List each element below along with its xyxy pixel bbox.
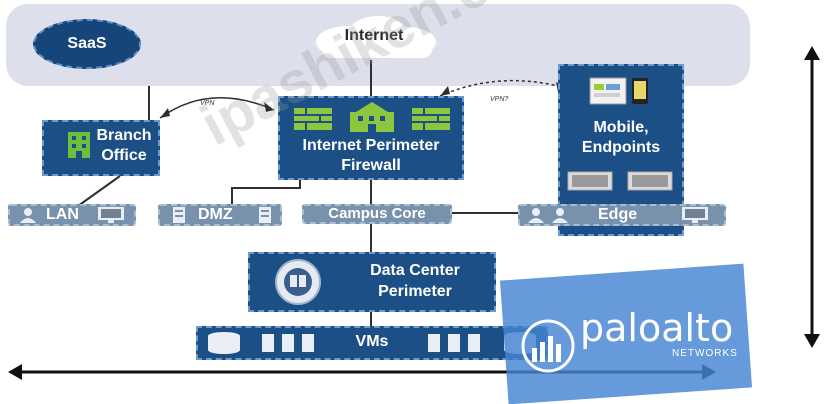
branch-office-node: [42, 120, 160, 176]
monitor-icon: [98, 207, 124, 223]
monitor-icon: [682, 207, 708, 223]
users-icon: [528, 208, 568, 223]
vpn-label-right: VPN?: [490, 96, 509, 103]
vm-icons-left: [208, 332, 314, 354]
edge-bar: [518, 204, 726, 226]
mobile-endpoints-label: Mobile, Endpoints: [581, 119, 661, 156]
internet-label: Internet: [344, 27, 404, 44]
dmz-label: DMZ: [198, 206, 233, 223]
server-icon: [173, 207, 185, 223]
vpn-label-left: VPN: [200, 100, 215, 107]
firewall-label: Internet Perimeter Firewall: [302, 137, 440, 174]
lan-label: LAN: [46, 206, 79, 223]
internet-cloud-icon: [316, 16, 436, 58]
tablet-phone-icon: [589, 77, 648, 105]
campus-core-bar: [302, 204, 452, 224]
vms-label: VMs: [355, 333, 389, 350]
user-icon: [20, 208, 36, 223]
laptop-icon: [567, 171, 673, 191]
firewall-icon: [294, 102, 450, 132]
paloalto-logo-subtext: NETWORKS: [672, 348, 738, 359]
saas-node: SaaS: [33, 19, 141, 69]
vms-bar: [196, 326, 548, 360]
dmz-bar: [158, 204, 282, 226]
server-icon: [259, 207, 271, 223]
building-icon: [68, 132, 90, 158]
paloalto-logo-text: paloalto: [580, 306, 734, 350]
paloalto-logo-icon: [521, 319, 575, 373]
branch-office-label: Branch Office: [96, 127, 152, 164]
edge-label: Edge: [598, 206, 638, 223]
data-center-label: Data Center Perimeter: [370, 262, 460, 300]
campus-core-label: Campus Core: [328, 205, 426, 222]
datacenter-firewall-icon: [275, 259, 321, 305]
